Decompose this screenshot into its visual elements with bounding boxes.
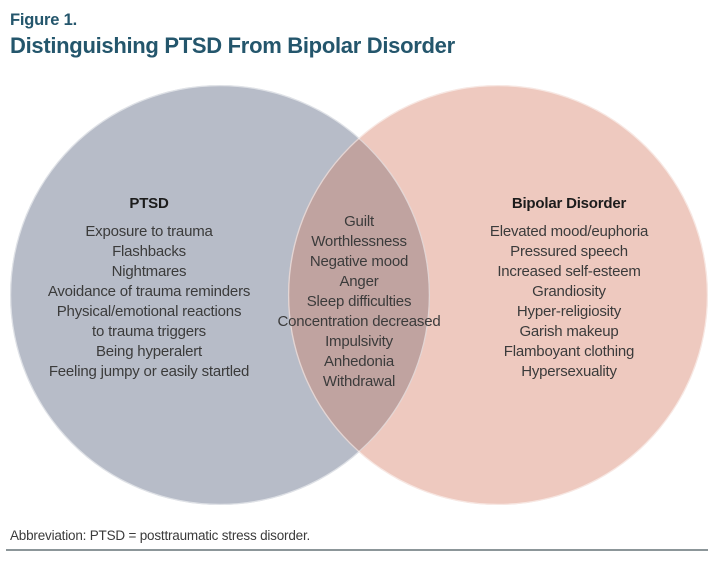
- list-item: Nightmares: [111, 263, 187, 280]
- list-item: Increased self-esteem: [497, 263, 641, 280]
- list-item: Negative mood: [309, 253, 409, 270]
- list-item: Anhedonia: [324, 353, 394, 370]
- bipolar-circle-rim: [288, 85, 708, 505]
- list-item: Withdrawal: [322, 373, 396, 390]
- list-item: to trauma triggers: [92, 323, 206, 340]
- list-item: Hyper-religiosity: [516, 303, 622, 320]
- list-item: Sleep difficulties: [306, 293, 412, 310]
- list-item: Anger: [339, 273, 379, 290]
- ptsd-heading: PTSD: [129, 195, 169, 212]
- figure-label: Figure 1.: [10, 11, 77, 29]
- list-item: Guilt: [344, 213, 374, 230]
- list-item: Hypersexuality: [521, 363, 617, 380]
- list-item: Elevated mood/euphoria: [489, 223, 649, 240]
- list-item: Worthlessness: [311, 233, 407, 250]
- ptsd-circle-rim: [10, 85, 430, 505]
- list-item: Feeling jumpy or easily startled: [48, 363, 250, 380]
- list-item: Being hyperalert: [95, 343, 203, 360]
- list-item: Impulsivity: [325, 333, 393, 350]
- figure-title: Distinguishing PTSD From Bipolar Disorde…: [10, 33, 455, 58]
- list-item: Garish makeup: [519, 323, 619, 340]
- overlap-region: [288, 85, 430, 505]
- venn-svg: [10, 85, 708, 505]
- list-item: Flashbacks: [112, 243, 186, 260]
- list-item: Flamboyant clothing: [503, 343, 635, 360]
- list-item: Physical/emotional reactions: [56, 303, 242, 320]
- list-item: Exposure to trauma: [85, 223, 213, 240]
- list-item: Avoidance of trauma reminders: [47, 283, 251, 300]
- bipolar-heading: Bipolar Disorder: [511, 195, 627, 212]
- bottom-rule: [6, 549, 708, 551]
- abbreviation-note: Abbreviation: PTSD = posttraumatic stres…: [10, 528, 311, 543]
- list-item: Concentration decreased: [277, 313, 441, 330]
- list-item: Grandiosity: [532, 283, 606, 300]
- list-item: Pressured speech: [510, 243, 628, 260]
